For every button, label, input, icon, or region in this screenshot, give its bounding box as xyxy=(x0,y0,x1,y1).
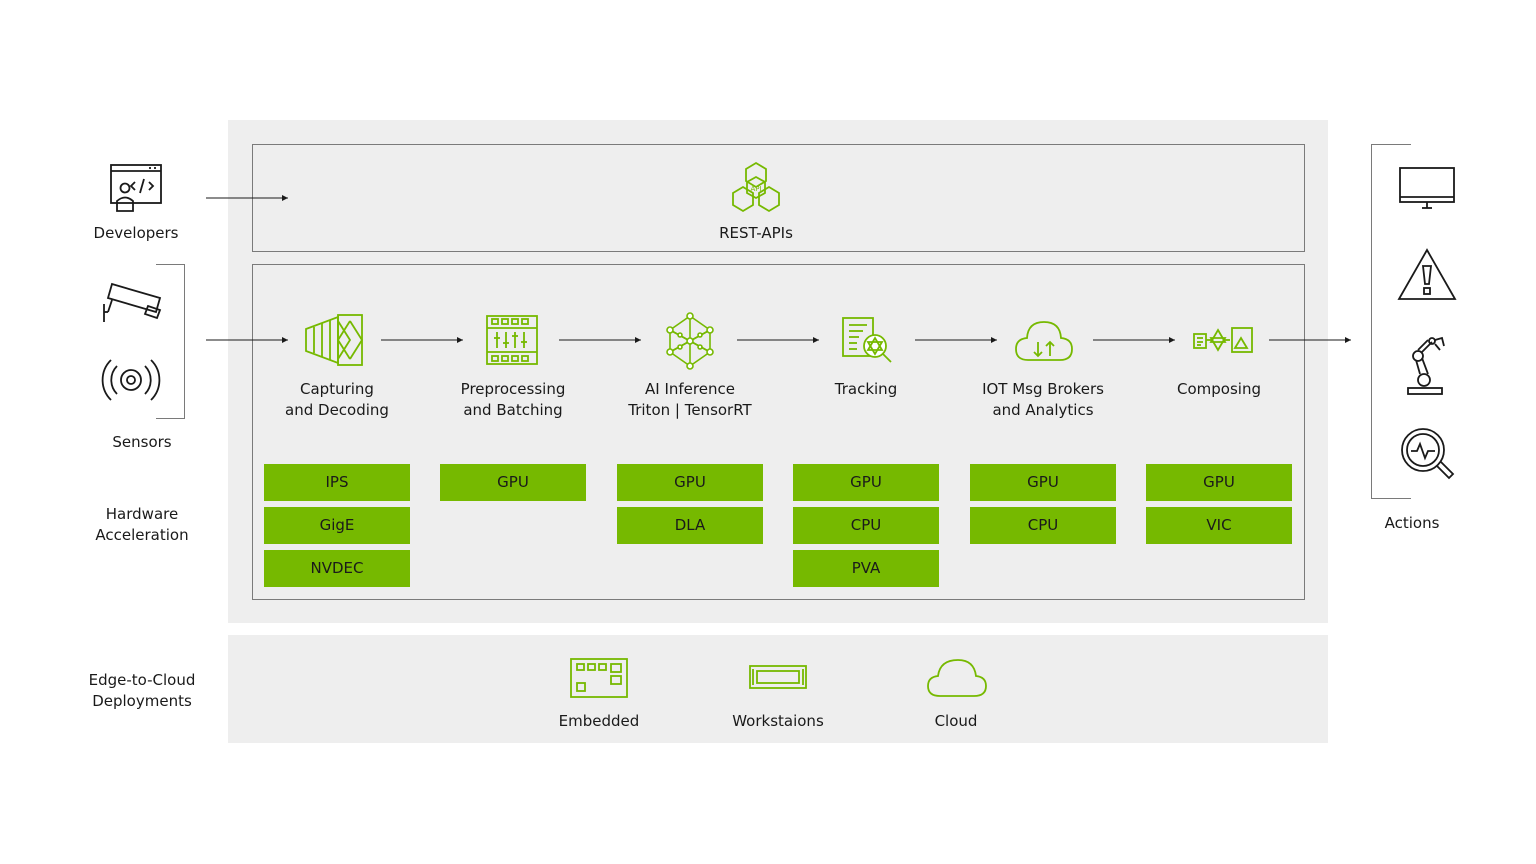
composing-icon xyxy=(1192,324,1254,356)
stage-inference-label-1: AI Inference xyxy=(645,380,735,398)
developers-label: Developers xyxy=(93,224,179,242)
chip-iot-gpu: GPU xyxy=(970,464,1116,501)
stage-capture-label-2: and Decoding xyxy=(285,401,389,419)
hardware-acceleration-label-line1: Hardware xyxy=(105,505,179,523)
chip-tracking-gpu: GPU xyxy=(793,464,939,501)
stage-composing-label-1: Composing xyxy=(1177,380,1261,398)
stage-inference-label-2: Triton | TensorRT xyxy=(628,401,752,419)
api-hexagon-icon: API xyxy=(728,160,784,218)
stage-capture-label-1: Capturing xyxy=(300,380,374,398)
warning-icon xyxy=(1397,248,1457,302)
deployment-embedded-label: Embedded xyxy=(558,712,640,730)
embedded-board-icon xyxy=(569,657,629,699)
chip-capture-gige: GigE xyxy=(264,507,410,544)
actions-bracket xyxy=(1371,144,1411,499)
hardware-acceleration-label-line2: Acceleration xyxy=(95,526,189,544)
robot-arm-icon xyxy=(1404,336,1450,396)
developer-code-icon xyxy=(109,163,163,213)
chip-inference-dla: DLA xyxy=(617,507,763,544)
deployments-panel xyxy=(228,635,1328,743)
neural-network-icon xyxy=(662,312,718,370)
stage-iot-label-1: IOT Msg Brokers xyxy=(982,380,1104,398)
chip-tracking-cpu: CPU xyxy=(793,507,939,544)
workstation-icon xyxy=(748,664,808,690)
chip-capture-ips: IPS xyxy=(264,464,410,501)
actions-label: Actions xyxy=(1384,514,1440,532)
sensors-label: Sensors xyxy=(112,433,172,451)
cloud-icon xyxy=(926,658,988,698)
api-icon-text: API xyxy=(750,185,761,193)
chip-capture-nvdec: NVDEC xyxy=(264,550,410,587)
chip-tracking-pva: PVA xyxy=(793,550,939,587)
deployment-workstations-label: Workstaions xyxy=(732,712,824,730)
chip-iot-cpu: CPU xyxy=(970,507,1116,544)
chip-preprocess-gpu: GPU xyxy=(440,464,586,501)
edge-to-cloud-label-line1: Edge-to-Cloud xyxy=(88,671,196,689)
stage-preprocess-label-1: Preprocessing xyxy=(460,380,566,398)
deployment-cloud-label: Cloud xyxy=(934,712,978,730)
pipeline-box xyxy=(252,264,1305,600)
camera-icon xyxy=(102,278,162,324)
preprocess-batch-icon xyxy=(485,314,539,366)
monitor-icon xyxy=(1398,166,1456,210)
chip-composing-vic: VIC xyxy=(1146,507,1292,544)
chip-composing-gpu: GPU xyxy=(1146,464,1292,501)
stage-iot-label-2: and Analytics xyxy=(992,401,1094,419)
cloud-upload-icon xyxy=(1014,318,1074,364)
analytics-magnifier-icon xyxy=(1399,426,1455,482)
capture-decode-icon xyxy=(304,311,364,369)
rest-api-label: REST-APIs xyxy=(719,224,793,242)
pipeline-panel xyxy=(228,120,1328,623)
stage-preprocess-label-2: and Batching xyxy=(463,401,563,419)
tracking-icon xyxy=(841,316,895,366)
sensors-bracket xyxy=(156,264,185,419)
chip-inference-gpu: GPU xyxy=(617,464,763,501)
edge-to-cloud-label-line2: Deployments xyxy=(92,692,192,710)
stage-tracking-label-1: Tracking xyxy=(834,380,898,398)
signal-sensor-icon xyxy=(101,352,161,408)
